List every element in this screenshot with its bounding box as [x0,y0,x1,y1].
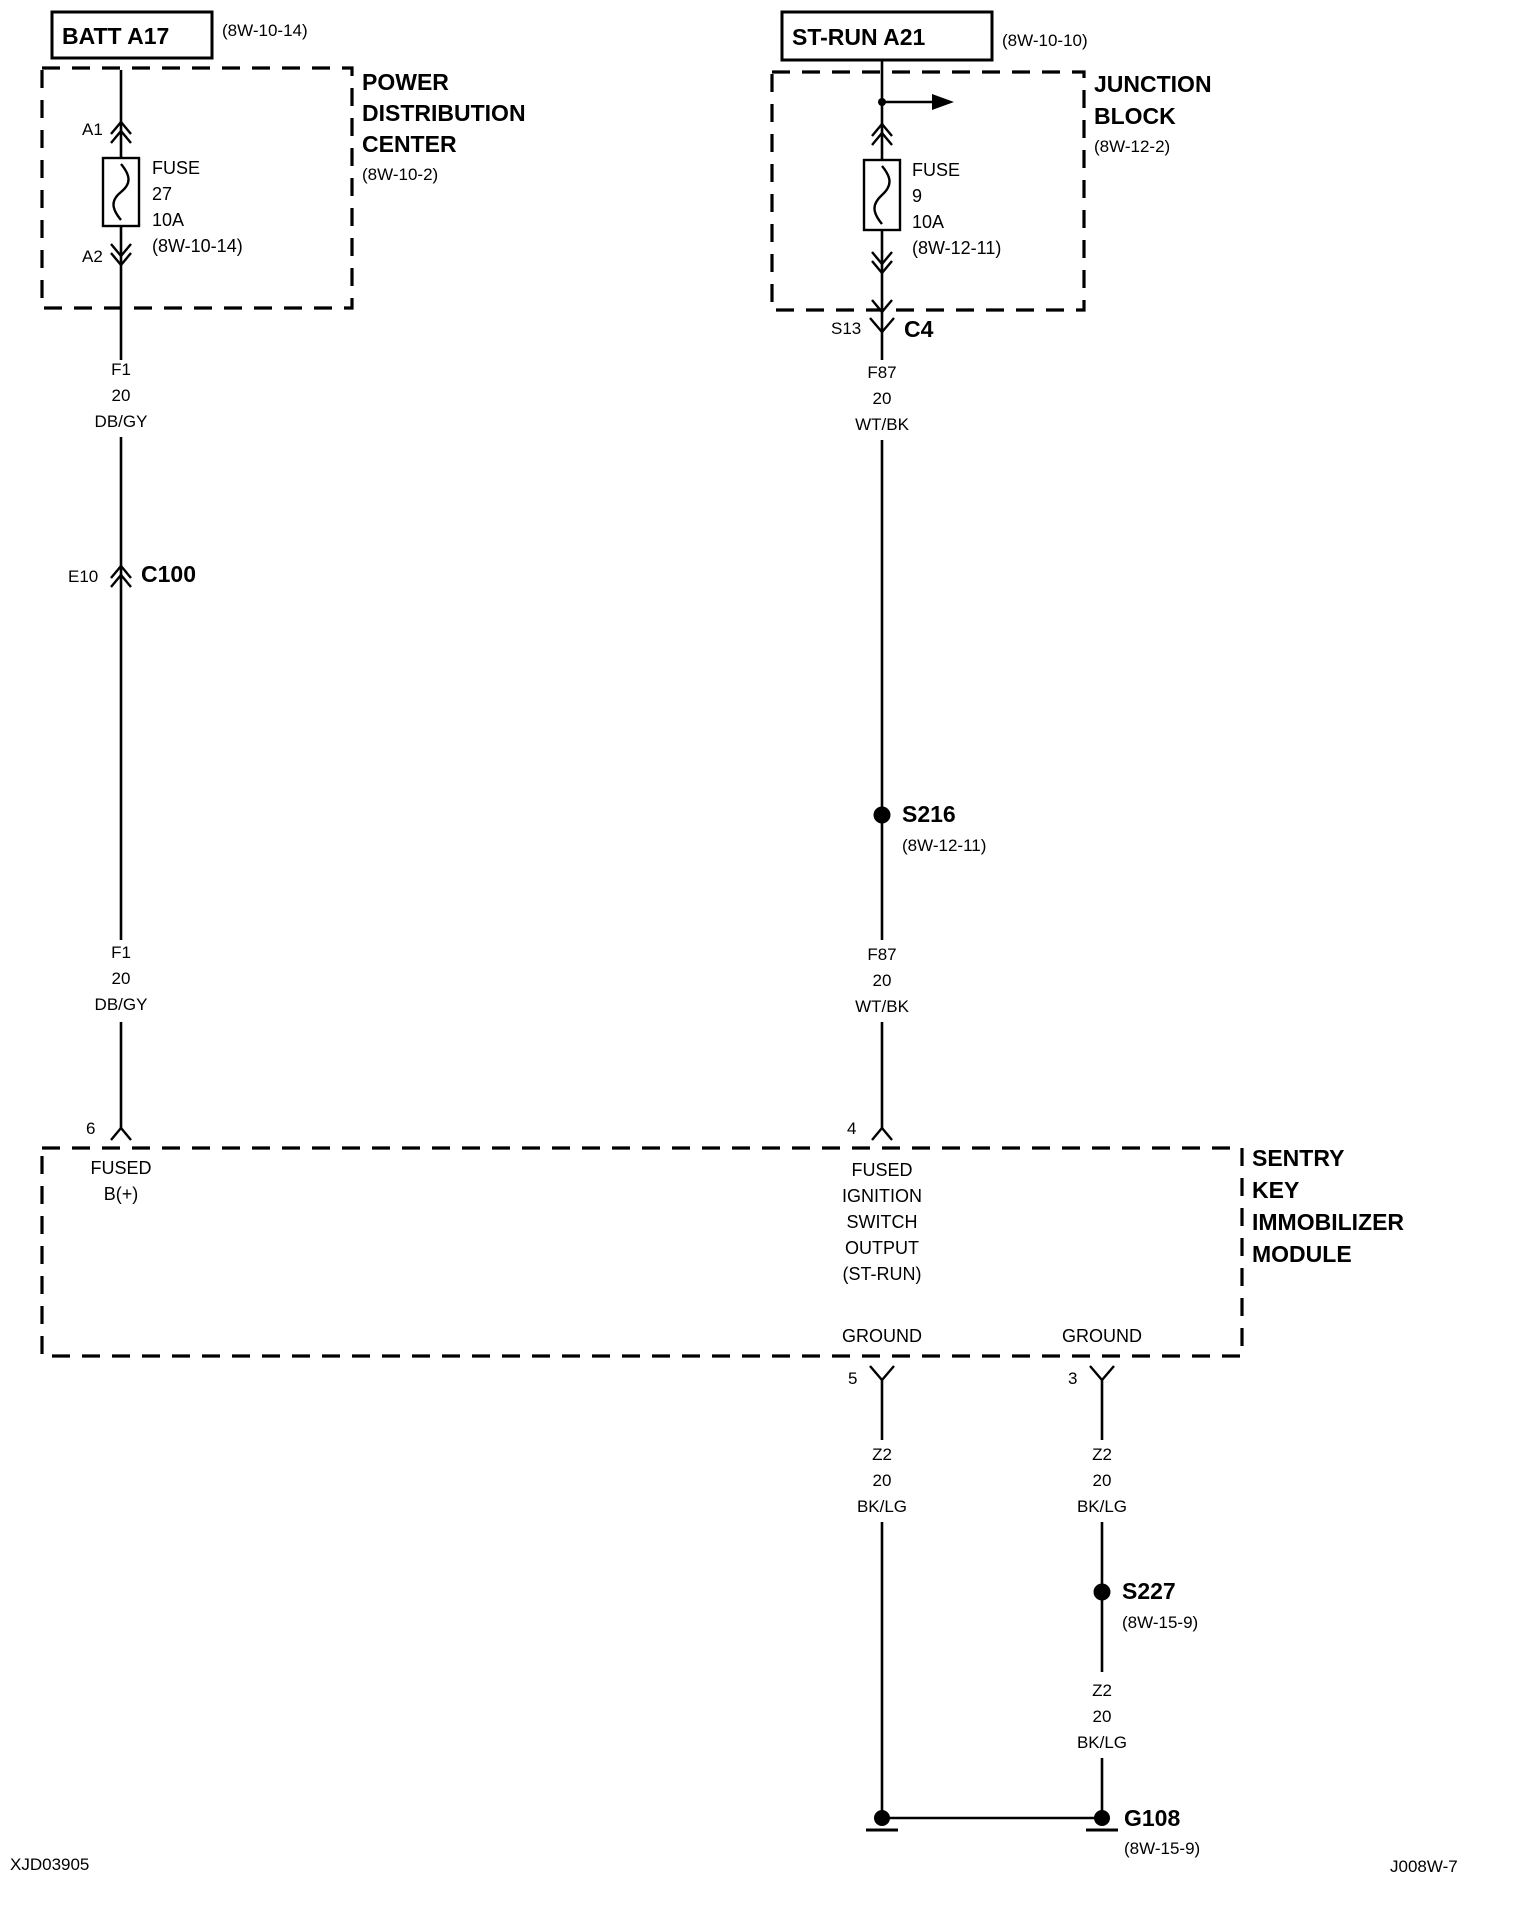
s227-splice [1093,1583,1111,1601]
pin5-number: 5 [848,1369,857,1388]
fuse27-line-3: 10A [152,210,184,230]
pin6-number: 6 [86,1119,95,1138]
wire-z2-right-upper-gauge: 20 [1093,1471,1112,1490]
skim-title-2: KEY [1252,1177,1299,1203]
pdc-title-3: CENTER [362,131,457,157]
junction-block-dashed-box [770,70,1086,312]
pdc-pin-a2: A2 [82,247,103,266]
pin4-label-3: SWITCH [847,1212,918,1232]
pin5-connector [869,1365,895,1382]
g108-ground-symbol [866,1810,1118,1832]
pin4-label-5: (ST-RUN) [843,1264,922,1284]
c4-connector [869,317,895,334]
pin3-connector [1089,1365,1115,1382]
batt-box-ref: (8W-10-14) [222,21,308,40]
fuse-27-symbol [101,156,141,228]
fuse27-line-4: (8W-10-14) [152,236,243,256]
c100-pin: E10 [68,567,98,586]
footer-right-code: J008W-7 [1390,1857,1458,1876]
s216-name: S216 [902,801,956,827]
pin4-label-1: FUSED [851,1160,912,1180]
wire-f87-upper-name: F87 [867,363,896,382]
jb-lower-connector [871,251,893,314]
c4-name: C4 [904,316,934,342]
wire-f1-lower-gauge: 20 [112,969,131,988]
c100-name: C100 [141,561,196,587]
footer-left-code: XJD03905 [10,1855,89,1874]
wire-z2-right-lower-name: Z2 [1092,1681,1112,1700]
fuse9-line-3: 10A [912,212,944,232]
skim-dashed-box [40,1146,1244,1358]
s216-splice [873,806,891,824]
wire-z2-right-lower-color: BK/LG [1077,1733,1127,1752]
wire-f87-upper-gauge: 20 [873,389,892,408]
fuse9-line-4: (8W-12-11) [912,238,1001,258]
batt-box-label: BATT A17 [62,23,169,49]
wire-f87-lower-gauge: 20 [873,971,892,990]
pin4-label-4: OUTPUT [845,1238,919,1258]
wire-f1-upper-gauge: 20 [112,386,131,405]
jb-top-connector [871,122,893,146]
wire-f87-upper-color: WT/BK [855,415,909,434]
strun-box [780,10,994,62]
s227-ref: (8W-15-9) [1122,1613,1198,1632]
g108-ref: (8W-15-9) [1124,1839,1200,1858]
c100-connector [110,564,132,588]
skim-title-4: MODULE [1252,1241,1352,1267]
c4-pin: S13 [831,319,861,338]
pdc-pin-a1: A1 [82,120,103,139]
pin4-number: 4 [847,1119,856,1138]
pin6-label-1: FUSED [90,1158,151,1178]
pin5-label: GROUND [842,1326,922,1346]
fuse9-line-1: FUSE [912,160,960,180]
wire-f1-upper-name: F1 [111,360,131,379]
wire-f1-lower-name: F1 [111,943,131,962]
strun-box-label: ST-RUN A21 [792,24,926,50]
pin6-connector [110,1126,132,1141]
wire-z2-left-gauge: 20 [873,1471,892,1490]
pin3-number: 3 [1068,1369,1077,1388]
s216-ref: (8W-12-11) [902,836,986,855]
pin6-label-2: B(+) [104,1184,139,1204]
wire-z2-right-lower-gauge: 20 [1093,1707,1112,1726]
skim-title-3: IMMOBILIZER [1252,1209,1404,1235]
skim-title-1: SENTRY [1252,1145,1344,1171]
pdc-a1-connector [110,120,132,144]
wire-f87-lower-color: WT/BK [855,997,909,1016]
fuse27-line-1: FUSE [152,158,200,178]
pdc-dashed-box [40,66,354,310]
jb-title-2: BLOCK [1094,103,1176,129]
wire-z2-right-upper-color: BK/LG [1077,1497,1127,1516]
s227-name: S227 [1122,1578,1176,1604]
wire-z2-left-color: BK/LG [857,1497,907,1516]
batt-box [50,10,214,60]
pin4-label-2: IGNITION [842,1186,922,1206]
wire-f1-lower-color: DB/GY [95,995,148,1014]
fuse27-line-2: 27 [152,184,172,204]
pin3-label: GROUND [1062,1326,1142,1346]
strun-box-ref: (8W-10-10) [1002,31,1088,50]
fuse-9-symbol [862,158,902,232]
pdc-title-1: POWER [362,69,449,95]
jb-title-1: JUNCTION [1094,71,1212,97]
pin4-connector [871,1126,893,1141]
jb-ref: (8W-12-2) [1094,137,1170,156]
g108-name: G108 [1124,1805,1180,1831]
wire-z2-left-name: Z2 [872,1445,892,1464]
pdc-a2-connector [110,243,132,267]
pdc-ref: (8W-10-2) [362,165,438,184]
wire-z2-right-upper-name: Z2 [1092,1445,1112,1464]
jb-feed-arrow [882,94,954,110]
fuse9-line-2: 9 [912,186,922,206]
wire-f87-lower-name: F87 [867,945,896,964]
wire-f1-upper-color: DB/GY [95,412,148,431]
pdc-title-2: DISTRIBUTION [362,100,526,126]
